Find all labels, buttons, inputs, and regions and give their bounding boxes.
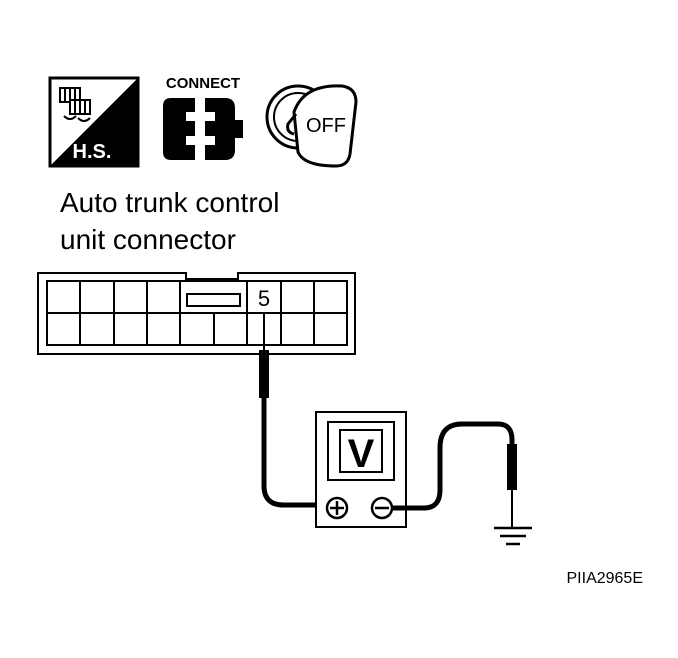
connector-face: 5 [37,272,356,355]
connect-icon: CONNECT [163,75,243,160]
positive-terminal-icon [325,496,349,520]
negative-probe-lead [392,421,517,527]
terminal-number-label: 5 [258,286,270,311]
connect-label: CONNECT [166,75,240,92]
ignition-off-icon: OFF [265,84,358,168]
voltmeter: V [315,411,407,528]
figure-code: PIIA2965E [567,570,644,587]
connector-title-line2: unit connector [60,224,236,255]
ignition-off-label: OFF [306,115,346,137]
ground-icon [494,526,532,546]
hs-label: H.S. [73,141,112,163]
connector-title-line1: Auto trunk control [60,187,279,218]
voltmeter-display-label: V [348,432,375,476]
positive-probe-lead [259,312,332,508]
negative-terminal-icon [370,496,394,520]
harness-hs-icon: H.S. [48,76,140,168]
